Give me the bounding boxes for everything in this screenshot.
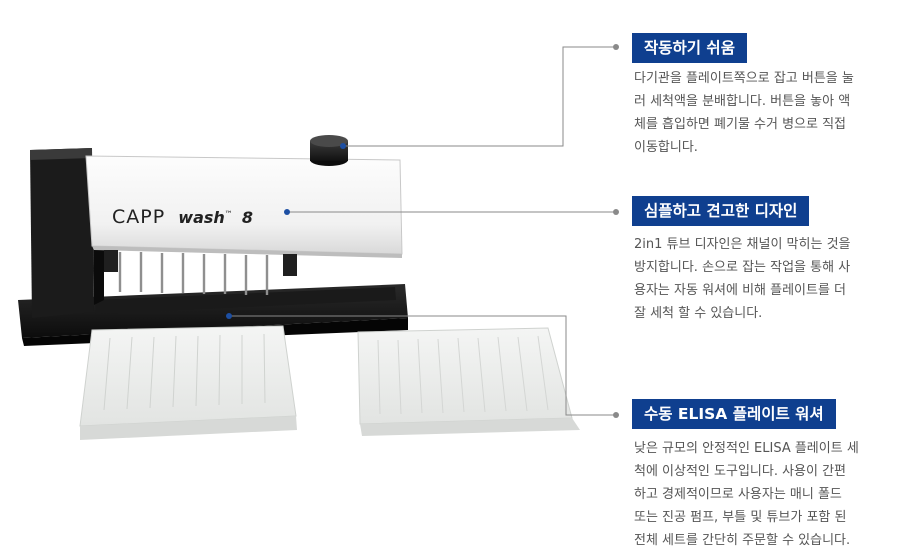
feature-desc-line: 또는 진공 펌프, 부틀 및 튜브가 포함 된 (634, 510, 847, 525)
device-channels: 8 (241, 208, 254, 227)
feature-desc-line: 다기관을 플레이트쪽으로 잡고 버튼을 눌 (634, 71, 854, 86)
feature-title-simple-design: 심플하고 견고한 디자인 (632, 196, 810, 226)
stand-column (30, 148, 104, 318)
feature-desc-line: 러 세척액을 분배합니다. 버튼을 놓아 액 (634, 94, 851, 109)
feature-title-manual-washer: 수동 ELISA 플레이트 워셔 (632, 399, 836, 429)
dispense-button (310, 135, 348, 166)
device-label: CAPP wash™ 8 (112, 206, 253, 228)
feature-desc-line: 전체 세트를 간단히 주문할 수 있습니다. (634, 533, 851, 548)
capp-wash-8-illustration (18, 44, 619, 440)
device-trademark: ™ (224, 209, 233, 219)
feature-desc-line: 잘 세척 할 수 있습니다. (634, 306, 763, 321)
tube-connectors (104, 250, 297, 276)
microplate-left (79, 325, 297, 440)
feature-desc-line: 용자는 자동 워셔에 비해 플레이트를 더 (634, 283, 847, 298)
callout-markers (226, 44, 619, 418)
feature-desc-line: 낮은 규모의 안정적인 ELISA 플레이트 세 (634, 441, 859, 456)
feature-desc-line: 체를 흡입하면 폐기물 수거 병으로 직접 (634, 117, 847, 132)
feature-title-easy-operation: 작동하기 쉬움 (632, 33, 747, 63)
feature-desc-manual-washer: 낮은 규모의 안정적인 ELISA 플레이트 세 척에 이상적인 도구입니다. … (634, 437, 920, 552)
device-brand: CAPP (112, 206, 166, 228)
feature-desc-line: 2in1 튜브 디자인은 채널이 막히는 것을 (634, 237, 851, 252)
device-model: wash (178, 208, 225, 227)
microplate-right (357, 327, 580, 436)
dispensing-pins (118, 252, 269, 295)
callout-connectors (229, 46, 616, 416)
feature-desc-simple-design: 2in1 튜브 디자인은 채널이 막히는 것을 방지합니다. 손으로 잡는 작업… (634, 233, 920, 325)
manifold-body (85, 155, 403, 258)
feature-desc-line: 하고 경제적이므로 사용자는 매니 폴드 (634, 487, 842, 502)
feature-desc-line: 이동합니다. (634, 140, 698, 155)
feature-desc-line: 방지합니다. 손으로 잡는 작업을 통해 사 (634, 260, 851, 275)
feature-desc-line: 척에 이상적인 도구입니다. 사용이 간편 (634, 464, 847, 479)
feature-desc-easy-operation: 다기관을 플레이트쪽으로 잡고 버튼을 눌 러 세척액을 분배합니다. 버튼을 … (634, 67, 920, 159)
